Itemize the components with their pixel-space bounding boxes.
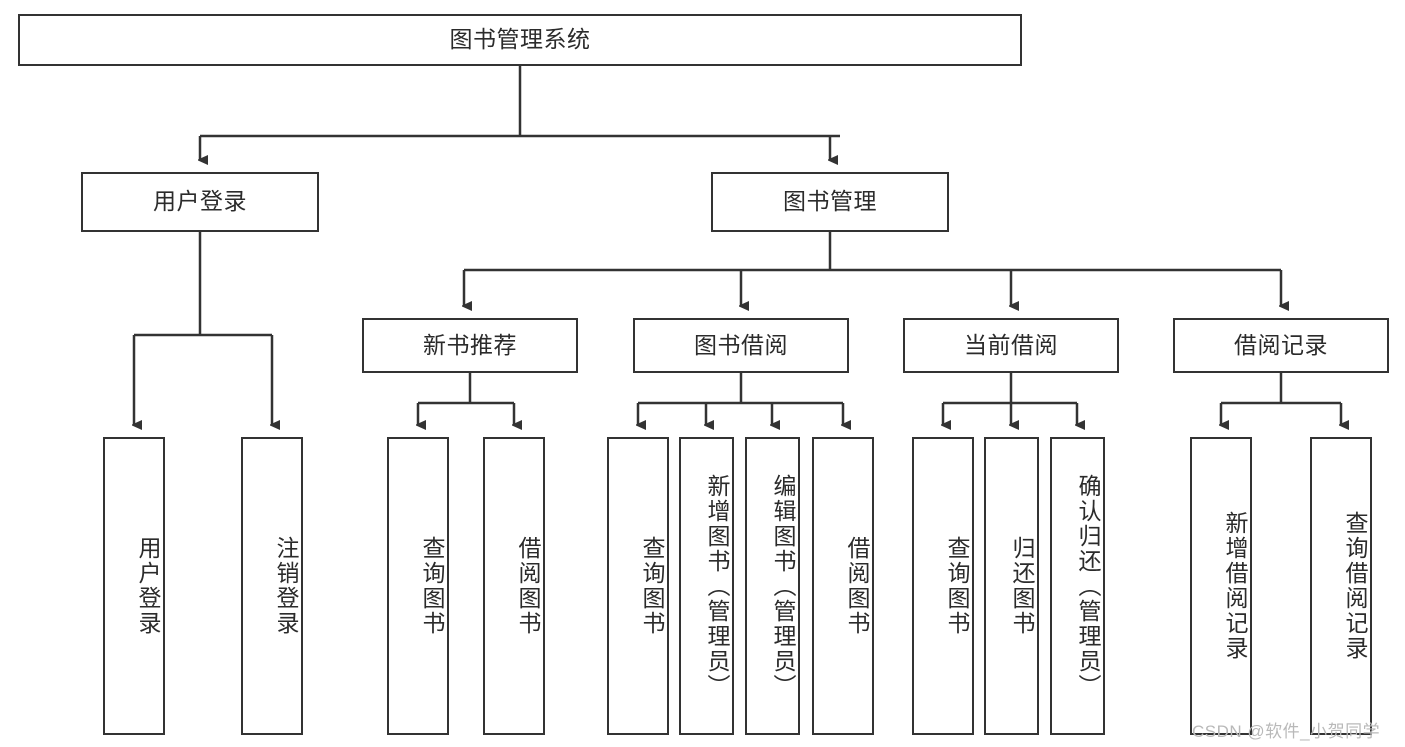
leaf-query-book-borrow[interactable]: 查询图书	[607, 437, 669, 735]
leaf-borrow-book-borrow[interactable]: 借阅图书	[812, 437, 874, 735]
leaf-logout-login[interactable]: 注销登录	[241, 437, 303, 735]
leaf-add-borrow-record[interactable]: 新增借阅记录	[1190, 437, 1252, 735]
node-borrow-record[interactable]: 借阅记录	[1173, 318, 1389, 373]
csdn-watermark: CSDN @软件_小贺同学	[1192, 722, 1381, 741]
leaf-return-book[interactable]: 归还图书	[984, 437, 1039, 735]
node-new-book-recommend[interactable]: 新书推荐	[362, 318, 578, 373]
leaf-query-book-recommend[interactable]: 查询图书	[387, 437, 449, 735]
leaf-user-login[interactable]: 用户登录	[103, 437, 165, 735]
node-user-login[interactable]: 用户登录	[81, 172, 319, 232]
leaf-add-book-admin[interactable]: 新增图书（管理员）	[679, 437, 734, 735]
node-book-borrow[interactable]: 图书借阅	[633, 318, 849, 373]
node-current-borrow[interactable]: 当前借阅	[903, 318, 1119, 373]
node-book-manage[interactable]: 图书管理	[711, 172, 949, 232]
leaf-query-book-current[interactable]: 查询图书	[912, 437, 974, 735]
leaf-query-borrow-record[interactable]: 查询借阅记录	[1310, 437, 1372, 735]
node-root[interactable]: 图书管理系统	[18, 14, 1022, 66]
leaf-borrow-book-recommend[interactable]: 借阅图书	[483, 437, 545, 735]
leaf-edit-book-admin[interactable]: 编辑图书（管理员）	[745, 437, 800, 735]
leaf-confirm-return-admin[interactable]: 确认归还（管理员）	[1050, 437, 1105, 735]
